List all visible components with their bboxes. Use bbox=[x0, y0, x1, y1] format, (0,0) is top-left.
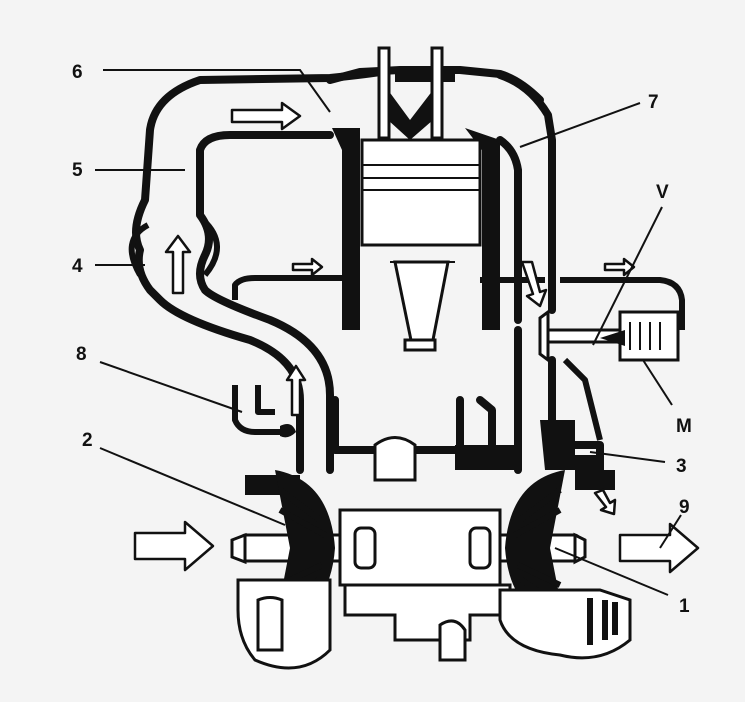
exhaust-duct bbox=[496, 71, 604, 484]
label-4: 4 bbox=[72, 256, 83, 277]
label-1: 1 bbox=[679, 596, 690, 617]
labels: 1 2 3 4 5 6 7 8 9 V M bbox=[72, 62, 692, 617]
label-M: M bbox=[676, 416, 692, 437]
bypass-duct bbox=[232, 385, 296, 438]
wastegate-valve bbox=[538, 309, 680, 363]
label-8: 8 bbox=[76, 344, 87, 365]
flow-arrows bbox=[133, 101, 700, 574]
leader-lines bbox=[95, 69, 682, 596]
label-9: 9 bbox=[679, 497, 690, 518]
label-6: 6 bbox=[72, 62, 83, 83]
air-box bbox=[232, 275, 685, 330]
intake-duct bbox=[128, 68, 384, 474]
exhaust-outlet-arrow bbox=[618, 522, 700, 574]
turbocharger bbox=[230, 470, 632, 670]
label-2: 2 bbox=[82, 430, 93, 451]
air-inlet-arrow bbox=[133, 520, 215, 572]
label-3: 3 bbox=[676, 456, 687, 477]
label-5: 5 bbox=[72, 160, 83, 181]
cylinder bbox=[326, 46, 544, 352]
label-V: V bbox=[656, 182, 669, 203]
label-7: 7 bbox=[648, 92, 659, 113]
